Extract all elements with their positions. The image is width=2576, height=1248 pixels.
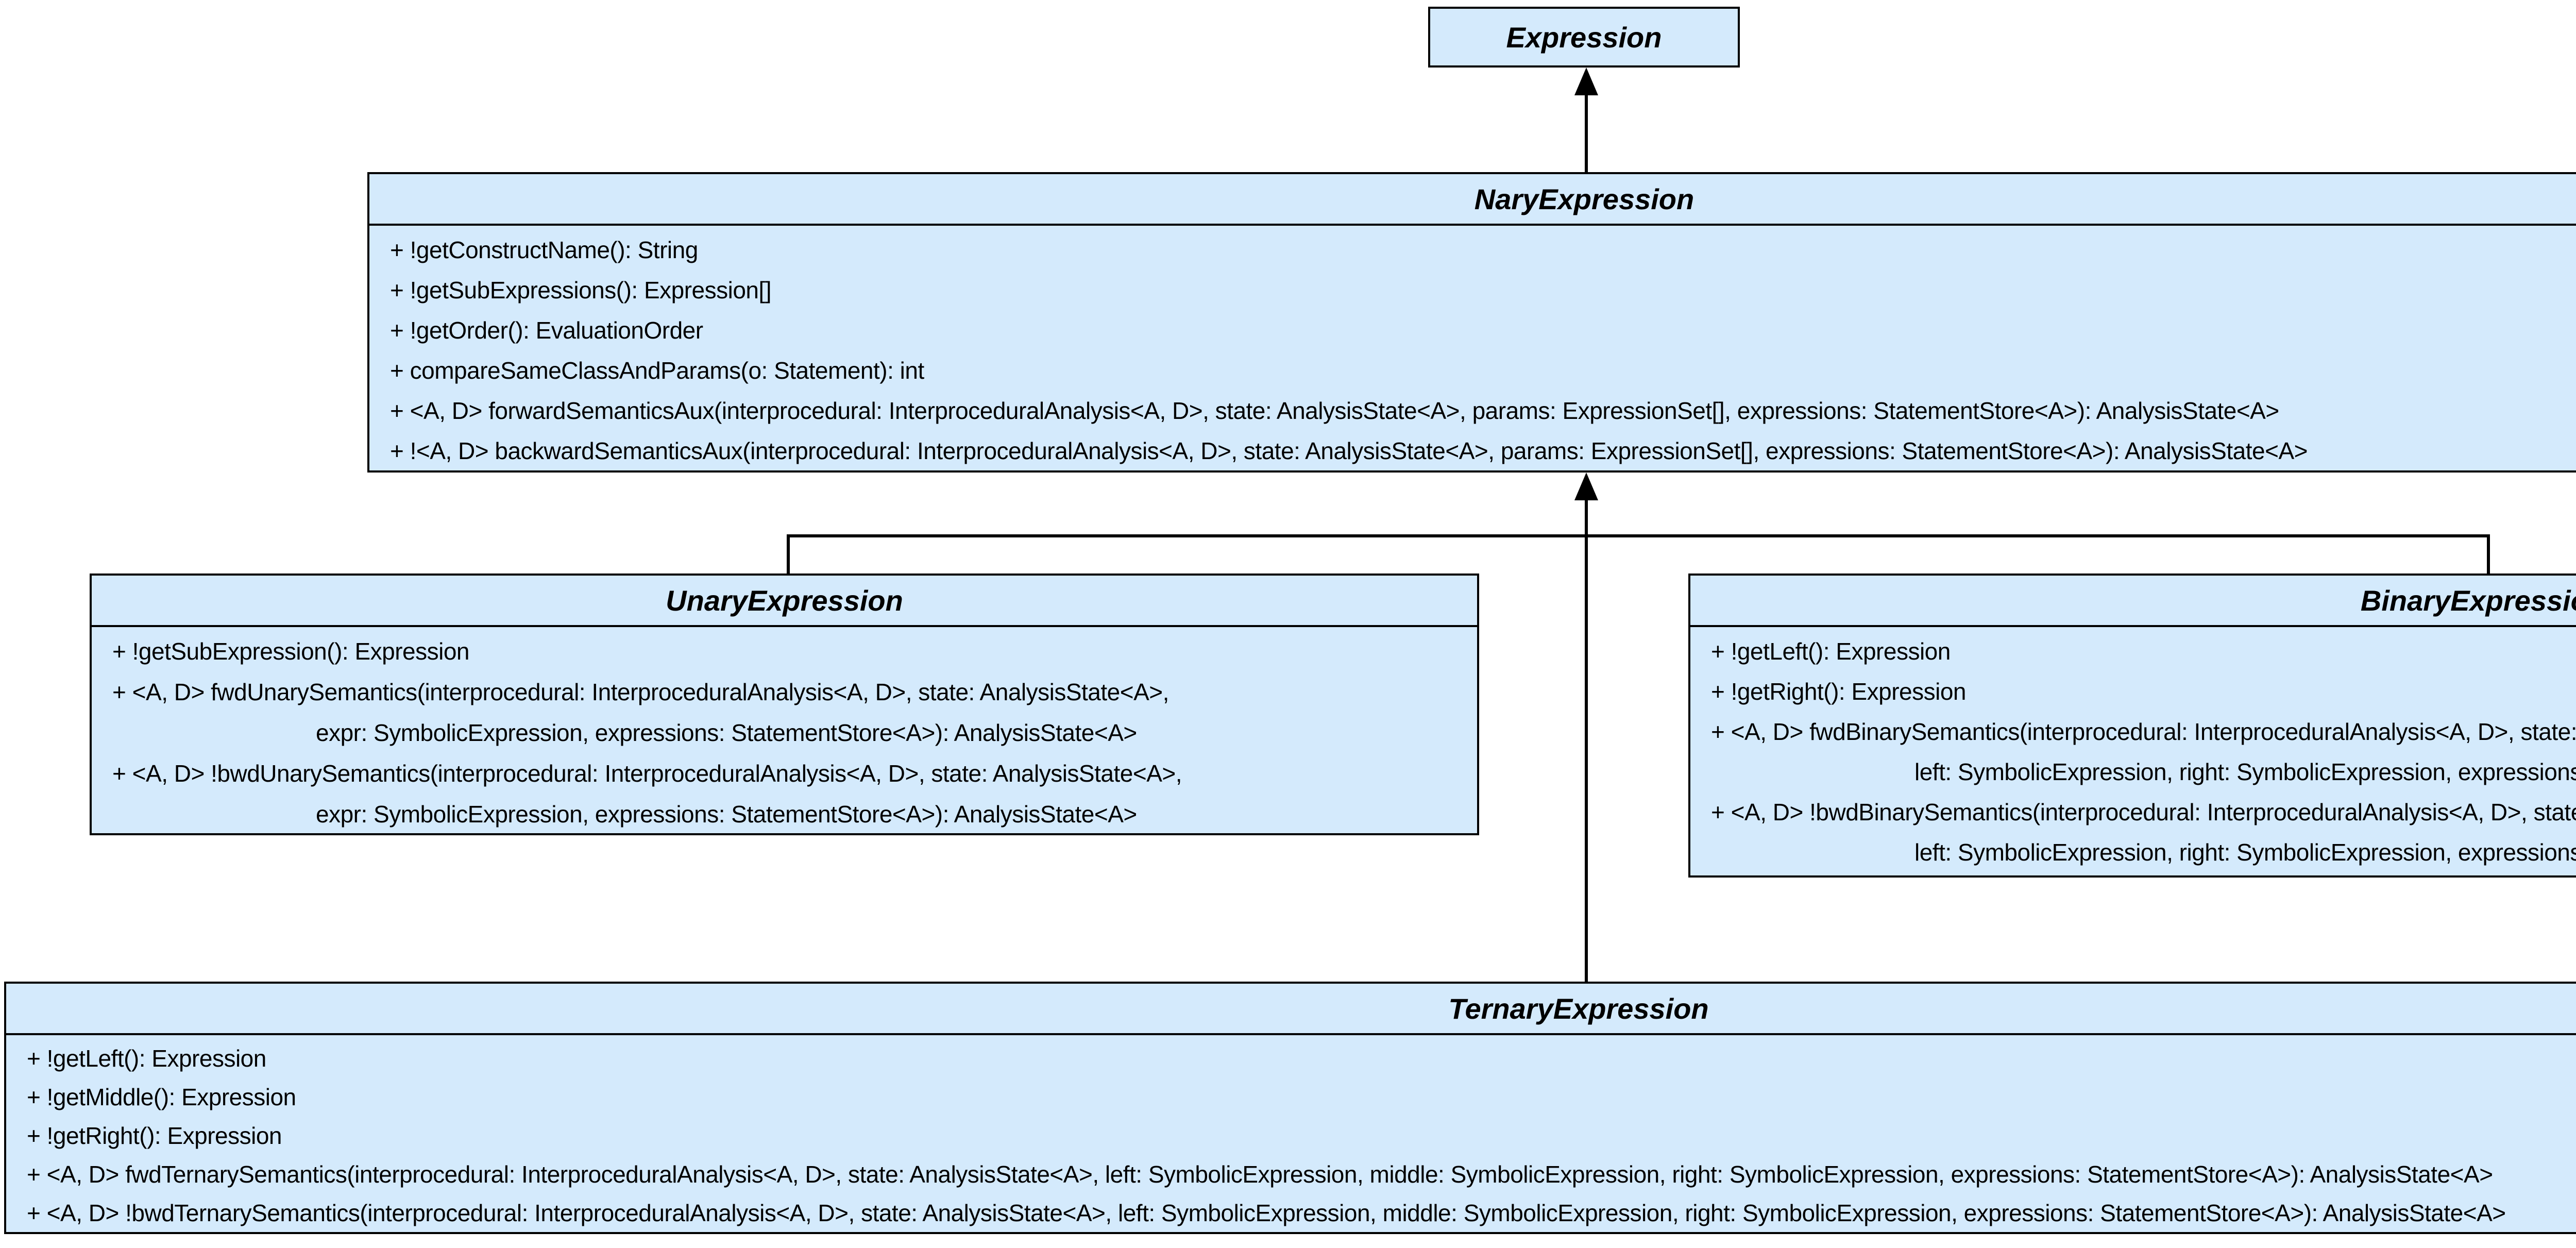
inheritance-branch-horizontal [787,534,2490,537]
class-member: expr: SymbolicExpression, expressions: S… [316,719,1137,746]
class-member: + !getOrder(): EvaluationOrder [390,317,703,344]
class-ternary-expression: TernaryExpression + !getLeft(): Expressi… [4,982,2576,1234]
class-member: + !getSubExpressions(): Expression[] [390,277,772,303]
class-nary-expression: NaryExpression + !getConstructName(): St… [367,172,2576,473]
class-member: + !<A, D> backwardSemanticsAux(interproc… [390,437,2308,464]
class-expression-title: Expression [1506,21,1662,54]
class-unary-title: UnaryExpression [92,576,1477,627]
class-member: + !getConstructName(): String [390,237,698,263]
class-ternary-members: + !getLeft(): Expression + !getMiddle():… [6,1035,2576,1233]
class-unary-expression: UnaryExpression + !getSubExpression(): E… [90,574,1479,835]
inheritance-trunk-ternary-to-nary [1585,499,1588,982]
class-member: + <A, D> !bwdUnarySemantics(interprocedu… [112,760,1182,787]
class-member: left: SymbolicExpression, right: Symboli… [1914,839,2576,866]
class-member: + !getRight(): Expression [27,1122,282,1149]
class-member: left: SymbolicExpression, right: Symboli… [1914,758,2576,785]
class-member: + <A, D> forwardSemanticsAux(interproced… [390,397,2279,424]
class-binary-members: + !getLeft(): Expression + !getRight(): … [1690,627,2576,872]
class-nary-title: NaryExpression [369,174,2576,226]
class-member: + <A, D> !bwdBinarySemantics(interproced… [1711,799,2576,825]
class-unary-members: + !getSubExpression(): Expression + <A, … [92,627,1477,835]
class-member: + <A, D> fwdUnarySemantics(interprocedur… [112,679,1169,705]
class-binary-expression: BinaryExpression + !getLeft(): Expressio… [1688,574,2576,878]
class-ternary-title: TernaryExpression [6,984,2576,1035]
class-member: expr: SymbolicExpression, expressions: S… [316,801,1137,828]
class-binary-title: BinaryExpression [1690,576,2576,627]
inheritance-arrowhead-to-expression [1574,68,1598,95]
class-member: + !getRight(): Expression [1711,678,1967,705]
class-member: + <A, D> fwdBinarySemantics(interprocedu… [1711,718,2576,745]
inheritance-line-nary-to-expression [1585,94,1588,172]
inheritance-drop-to-unary [787,534,790,575]
class-member: + !getLeft(): Expression [27,1045,266,1072]
class-member: + compareSameClassAndParams(o: Statement… [390,357,924,384]
class-member: + <A, D> !bwdTernarySemantics(interproce… [27,1200,2506,1226]
inheritance-arrowhead-to-nary [1574,473,1598,500]
class-member: + !getMiddle(): Expression [27,1084,296,1110]
inheritance-drop-to-binary [2487,534,2490,575]
class-nary-members: + !getConstructName(): String + !getSubE… [369,226,2576,471]
class-member: + !getLeft(): Expression [1711,638,1951,665]
class-member: + <A, D> fwdTernarySemantics(interproced… [27,1161,2493,1188]
class-member: + !getSubExpression(): Expression [112,638,470,665]
class-expression: Expression [1428,7,1740,68]
